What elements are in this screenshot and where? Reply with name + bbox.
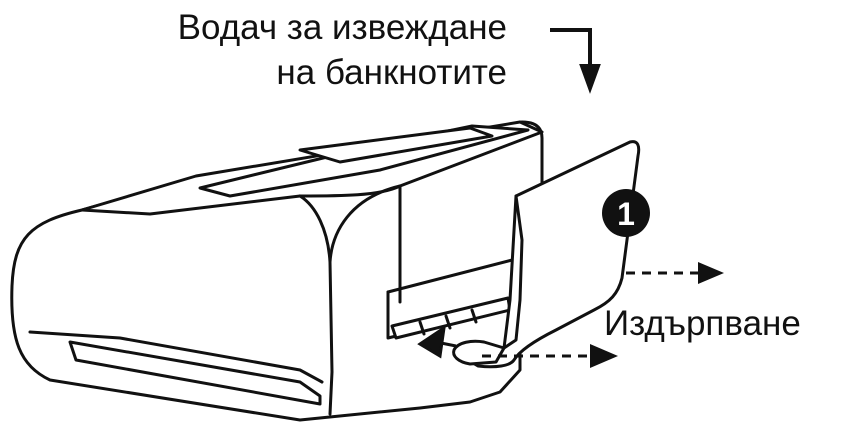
pull-label: Издърпване xyxy=(604,304,801,343)
dashed-right-arrow-icon xyxy=(482,271,700,358)
bent-down-arrow-icon xyxy=(550,28,601,94)
rail-tick xyxy=(444,314,452,330)
side-face-edge xyxy=(328,184,402,264)
guide-label-line2: на банкнотите xyxy=(276,53,507,92)
arrow-head-upper xyxy=(698,262,724,284)
top-recess xyxy=(298,126,494,164)
banknote-guide-edge xyxy=(502,194,524,350)
step-number: 1 xyxy=(617,196,635,232)
rail-tick xyxy=(470,308,478,324)
guide-label-line1: Водач за извеждане xyxy=(177,8,507,47)
rail-tick xyxy=(418,320,426,336)
double-arrow-icon xyxy=(417,324,457,359)
side-panel-line-2 xyxy=(386,256,522,294)
arrow-head-lower xyxy=(590,344,618,368)
step-badge: 1 xyxy=(602,189,650,237)
front-lip xyxy=(28,330,324,384)
front-slot xyxy=(68,340,322,406)
clip-tab xyxy=(452,339,506,366)
banknote-guide xyxy=(466,140,641,369)
